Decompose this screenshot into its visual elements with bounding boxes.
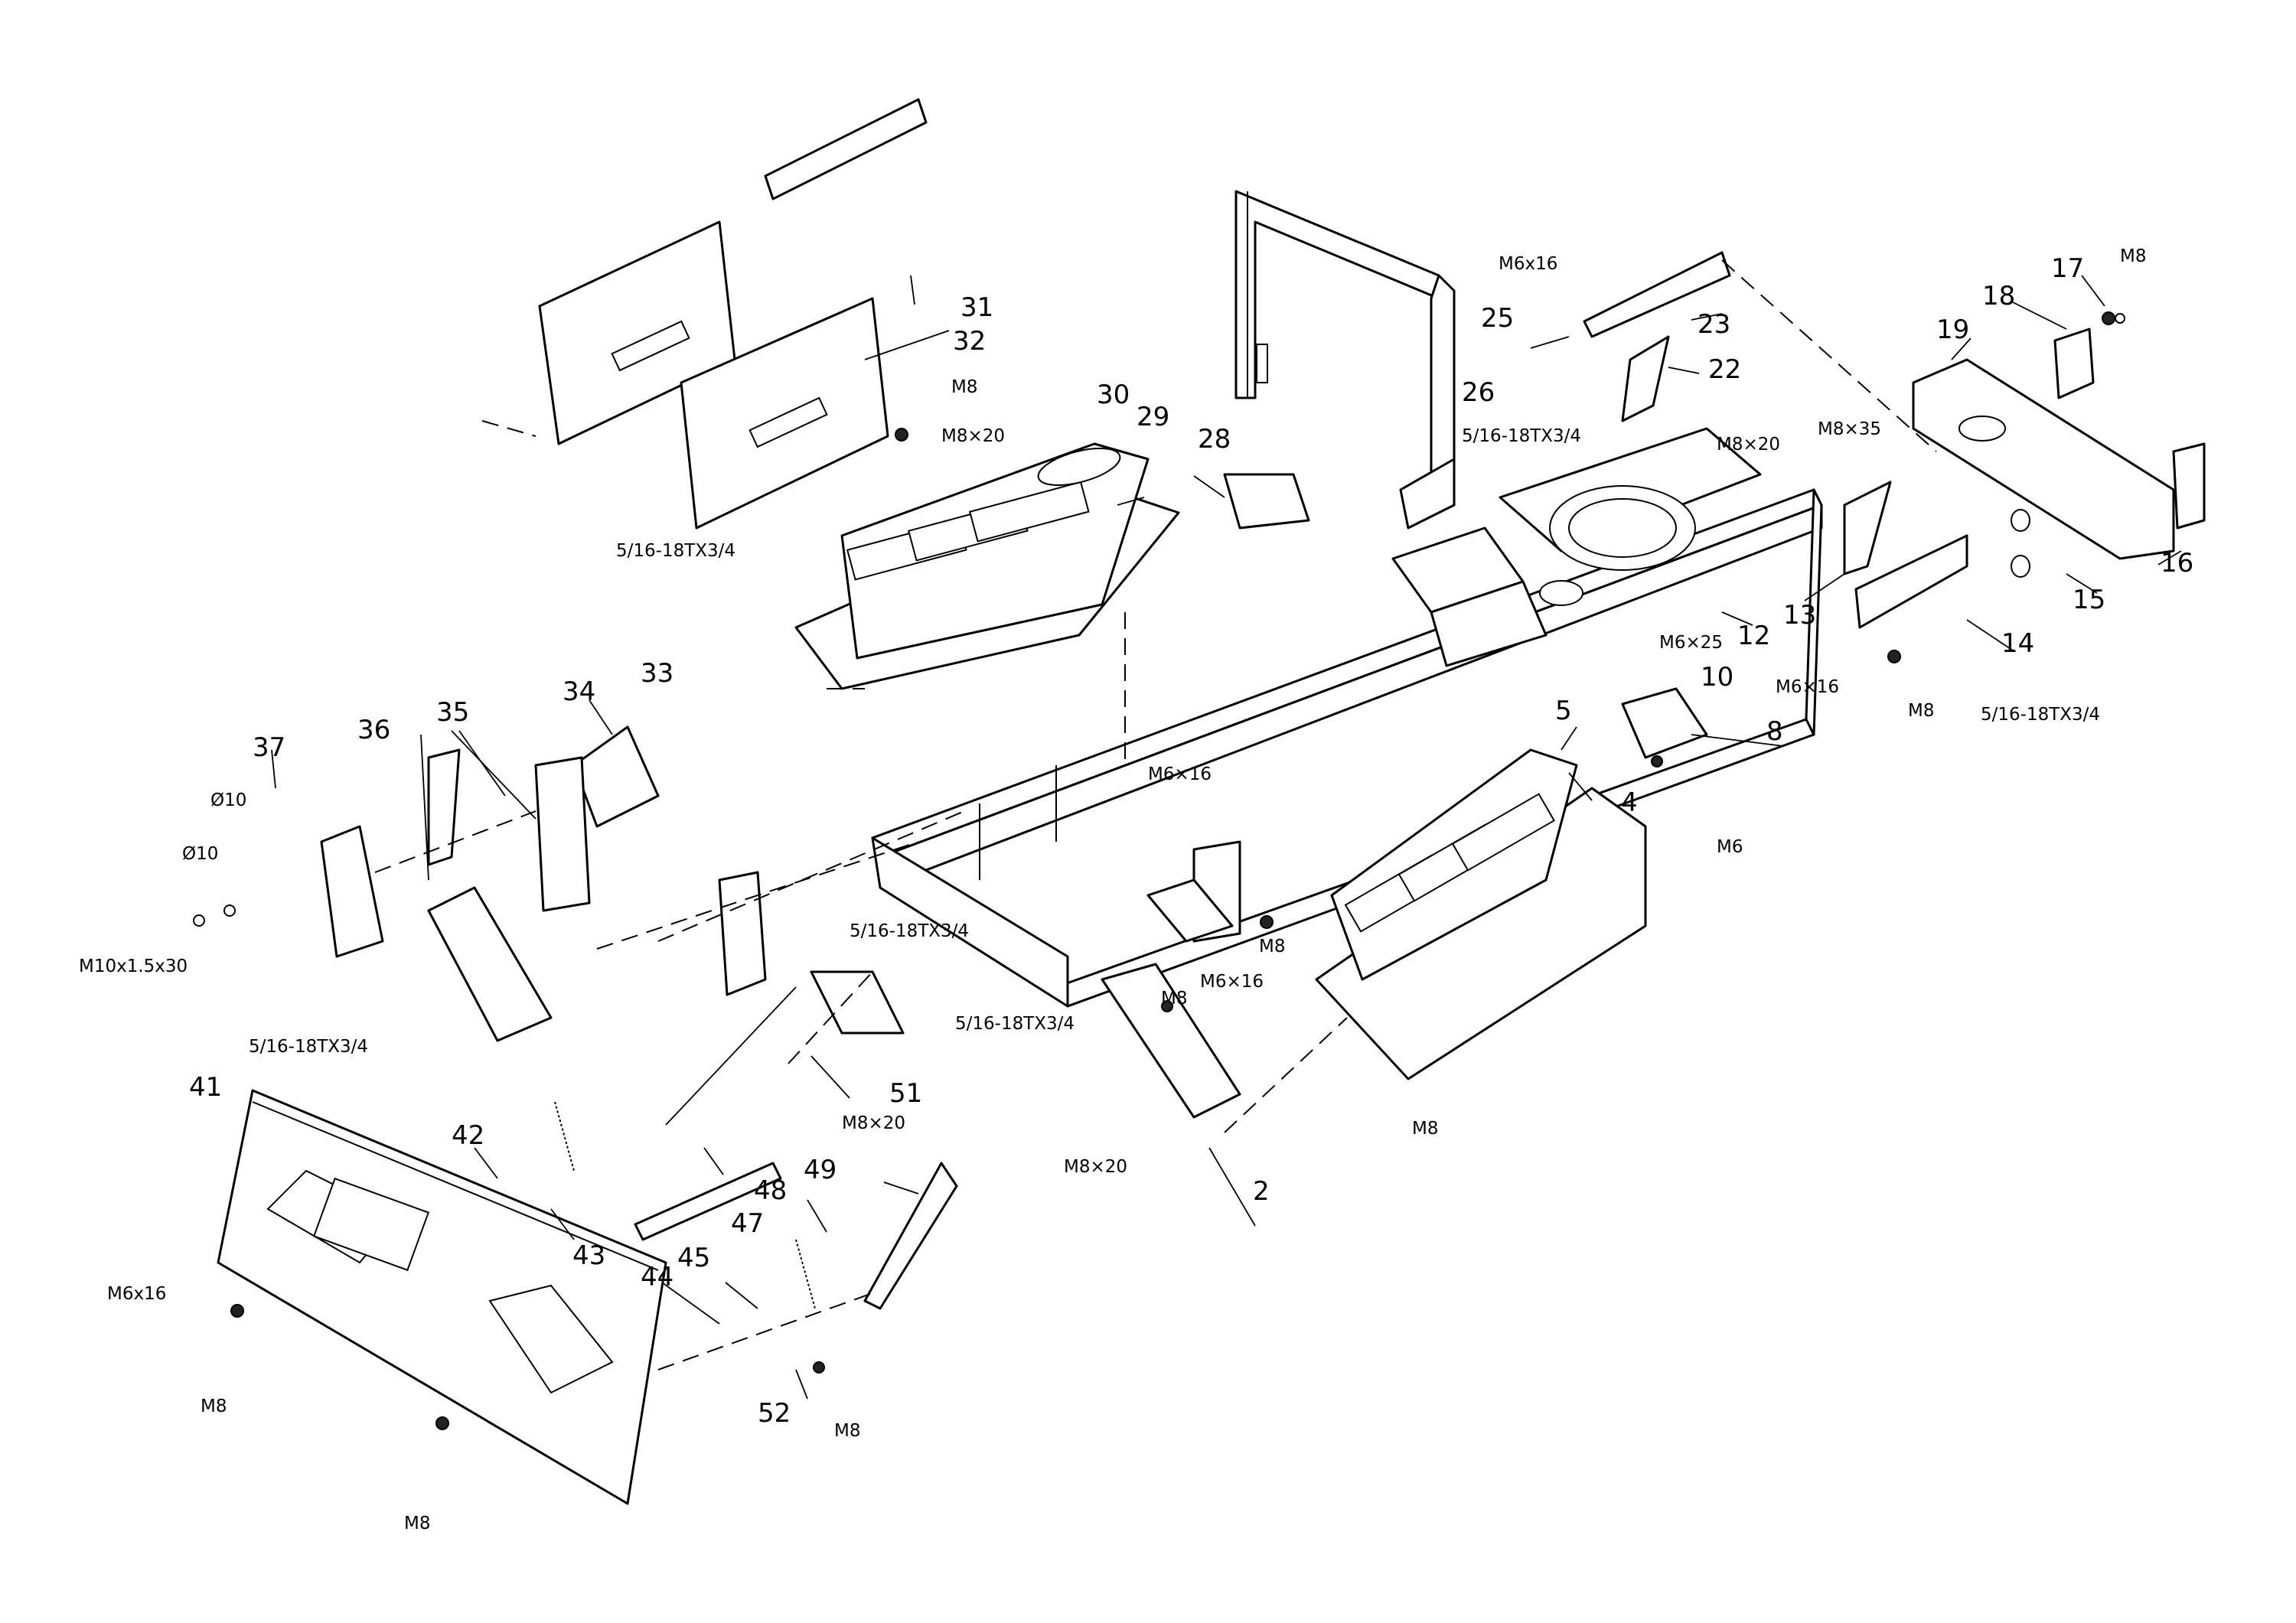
callout-41: 41 [189,1072,222,1103]
label-bolt-mid: 5/16-18TX3/4 [850,921,969,941]
label-m6x16-center: M6×16 [1148,764,1212,784]
callout-31: 31 [960,292,993,323]
callout-5: 5 [1555,696,1572,726]
callout-32: 32 [953,326,986,357]
label-m8-mid: M8 [1259,937,1285,957]
callout-52: 52 [758,1398,791,1429]
label-bolt-roll: 5/16-18TX3/4 [1462,426,1581,446]
callout-18: 18 [1982,281,2015,311]
callout-16: 16 [2161,548,2193,578]
callout-17: 17 [2051,253,2084,284]
label-bolt-right: 5/16-18TX3/4 [1981,705,2100,725]
label-m8x20-48: M8×20 [842,1113,905,1133]
label-m6x25: M6×25 [1659,633,1723,653]
callout-22: 22 [1708,354,1741,385]
label-d10-upper: Ø10 [210,790,246,810]
callout-19: 19 [1936,314,1969,345]
callout-2: 2 [1253,1176,1270,1207]
brackets [320,251,1968,1310]
label-m6x16-left: M6x16 [107,1284,166,1304]
callout-numbers: 2 4 5 8 10 12 13 14 15 16 17 18 19 22 23… [189,253,2193,1429]
fastener-glyphs [193,311,2125,1430]
label-m8-52: M8 [834,1421,860,1441]
callout-35: 35 [436,697,469,728]
callout-51: 51 [889,1078,922,1109]
label-m8x20-panel: M8×20 [941,426,1005,446]
label-m6x16-right: M6×16 [1776,677,1839,697]
callout-8: 8 [1766,716,1783,747]
label-m8x20-frame: M8×20 [1717,435,1780,455]
callout-33: 33 [641,658,673,689]
fastener-labels: M6x16 M8 M8 M8×20 5/16-18TX3/4 M8×20 M8×… [79,246,2146,1533]
label-m8-panel: M8 [951,377,977,397]
seat-deck-plate [794,442,1180,690]
callout-26: 26 [1462,377,1495,408]
callout-4: 4 [1621,787,1638,818]
rear-upright-frame [1234,190,1456,530]
callout-13: 13 [1783,600,1816,631]
callout-45: 45 [677,1243,710,1273]
label-m8-bracket: M8 [1161,989,1187,1009]
label-m6: M6 [1717,837,1743,857]
callout-25: 25 [1481,303,1514,334]
callout-14: 14 [2001,628,2034,659]
callout-36: 36 [357,715,390,745]
label-m8-bottom: M8 [404,1514,430,1533]
label-m8x35: M8×35 [1818,419,1881,439]
callout-42: 42 [452,1120,484,1151]
leader-lines [271,275,2182,1400]
front-plate [217,1089,667,1505]
footrest-deck [1315,748,1647,1080]
label-m6x16-top: M6x16 [1499,254,1557,274]
label-bolt-panel: 5/16-18TX3/4 [616,541,735,561]
callout-28: 28 [1198,424,1231,455]
label-m8x20-bottom: M8×20 [1064,1157,1127,1177]
label-bolt-41: 5/16-18TX3/4 [249,1037,368,1057]
label-m8-right: M8 [1908,701,1934,721]
label-m8-top: M8 [2120,246,2146,266]
label-bolt-51: 5/16-18TX3/4 [955,1014,1075,1034]
callout-48: 48 [754,1175,787,1206]
label-m6x16-mid: M6×16 [1200,972,1264,992]
label-m8-footrest: M8 [1412,1119,1438,1139]
callout-37: 37 [253,732,285,763]
callout-49: 49 [804,1155,837,1185]
callout-23: 23 [1698,309,1730,340]
label-m8-left: M8 [201,1396,227,1416]
callout-29: 29 [1137,402,1169,432]
callout-43: 43 [572,1240,605,1271]
callout-10: 10 [1701,662,1733,693]
label-m10: M10x1.5x30 [79,957,188,976]
label-d10-lower: Ø10 [182,844,218,864]
rear-bumper [1912,328,2206,560]
callout-44: 44 [641,1262,673,1292]
assembly-lines [374,259,1937,1370]
callout-15: 15 [2073,585,2105,615]
callout-34: 34 [563,676,595,707]
rear-side-panels [538,98,928,530]
callout-30: 30 [1097,380,1130,410]
callout-12: 12 [1737,621,1770,651]
callout-47: 47 [731,1208,764,1239]
